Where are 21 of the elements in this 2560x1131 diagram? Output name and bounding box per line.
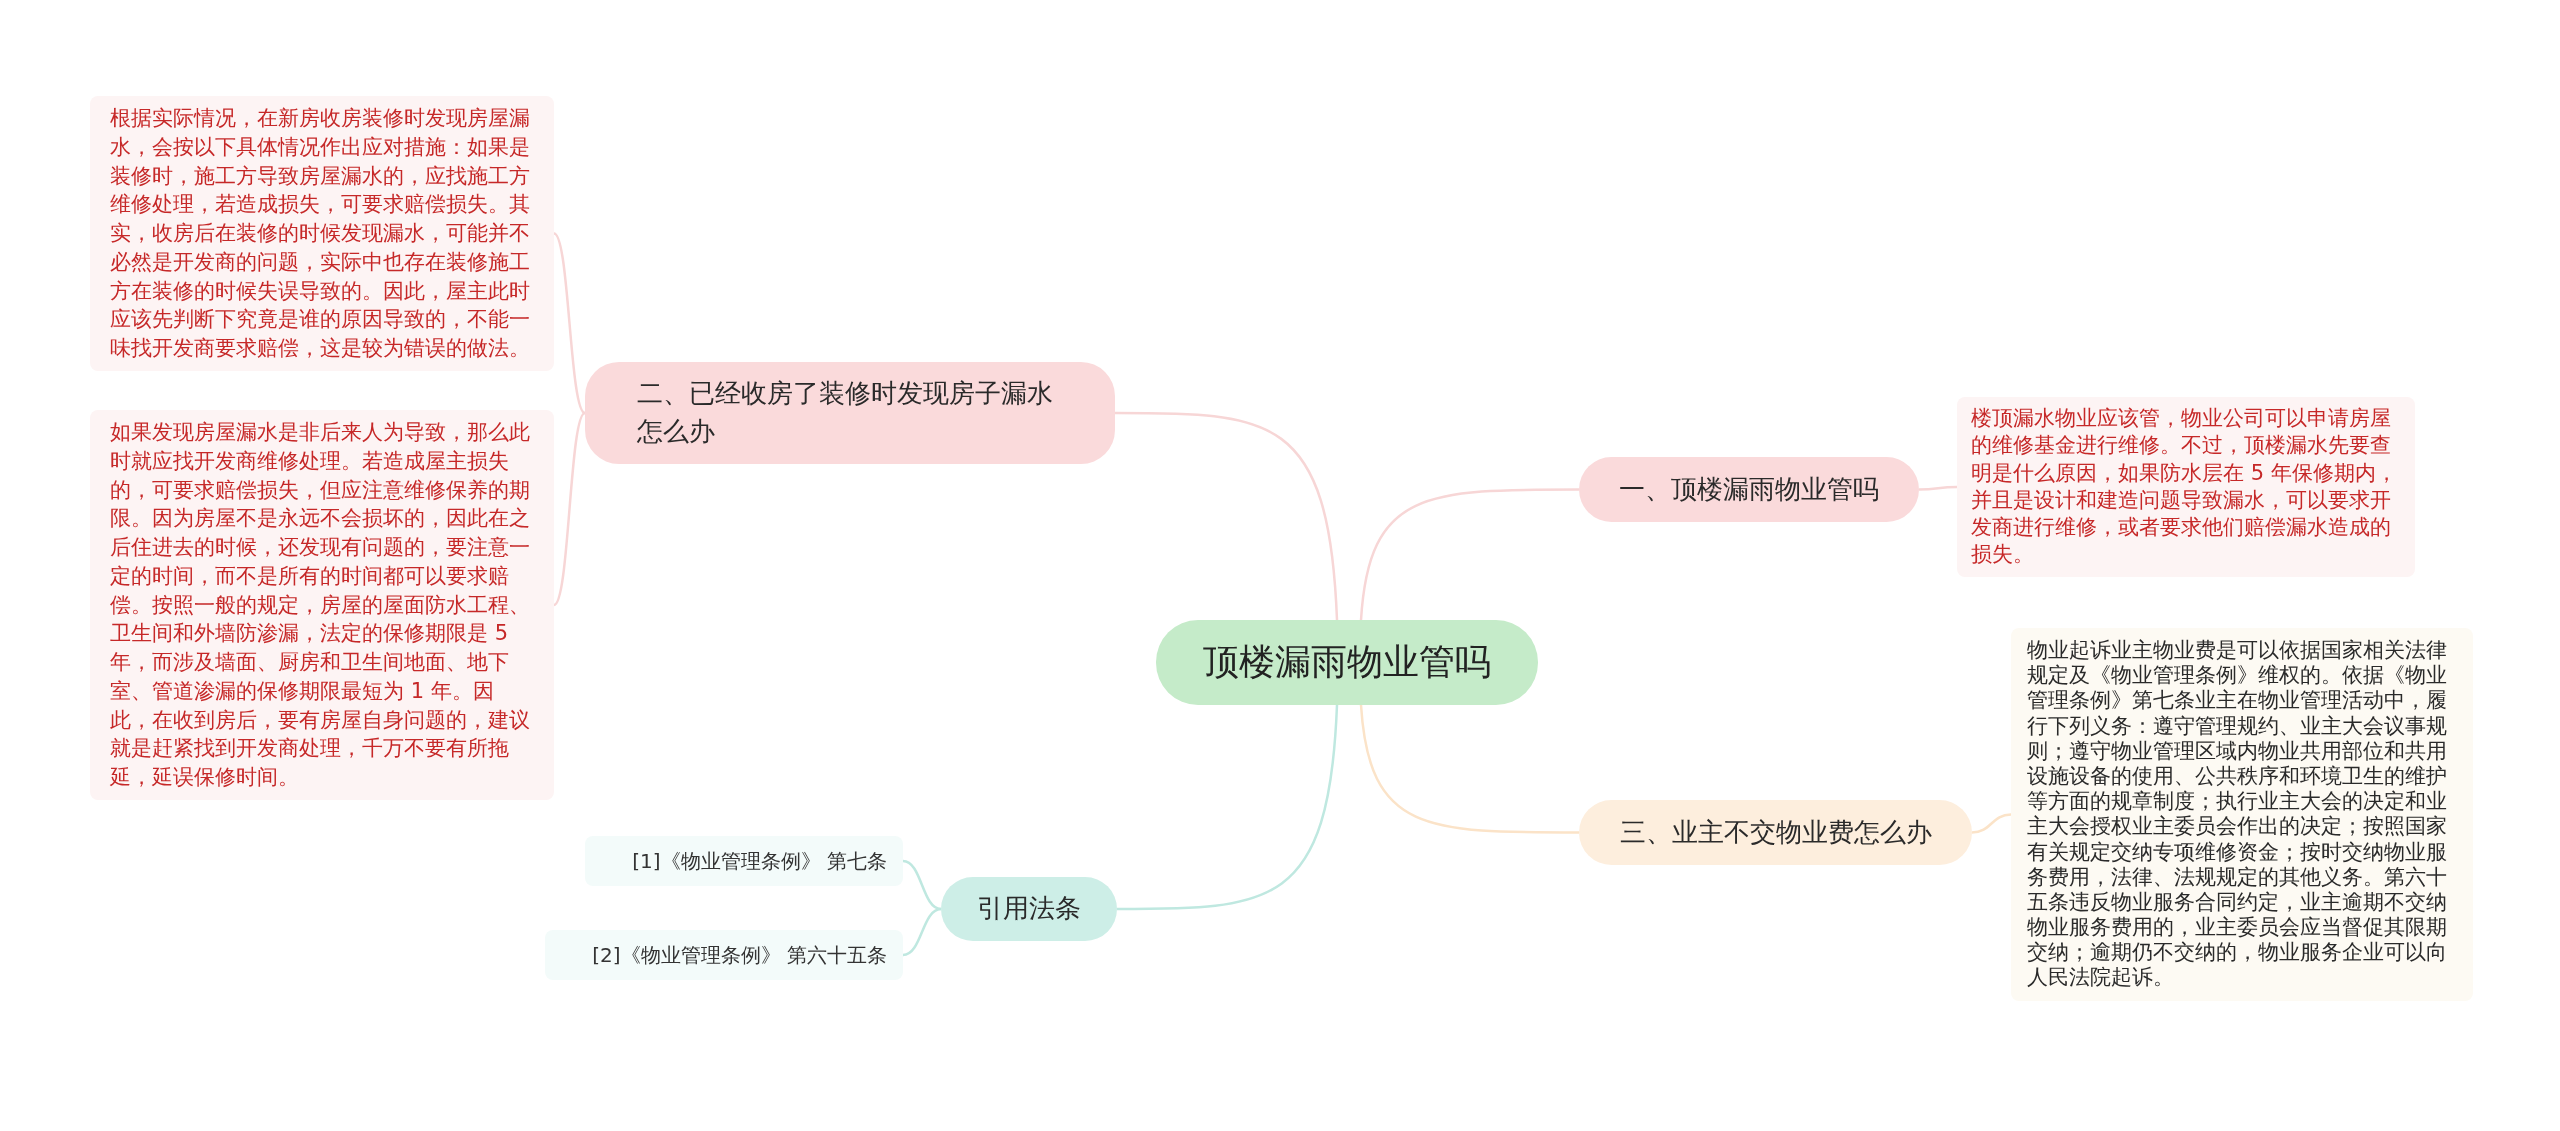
note-text: 如果发现房屋漏水是非后来人为导致，那么此时就应找开发商维修处理。若造成屋主损失的，可要求赔偿损失，但应注意维修保养的期限。因为房屋不是永远不会损坏的，因此在之后住进去的时候，还发现有问题的，要注意一定的时间，而不是所有的时间都可以要求赔偿。按照一般的规定，房屋的屋面防水工程、卫生间和外墙防渗漏，法定的保修期限是 5 年，而涉及墙面、厨房和卫生间地面、地下室、管道渗漏的保修期限最短为 1 年。因此，在收到房后，要有房屋自身问题的，建议就是赶紧找到开发商处理，千万不要有所拖延，延误保修时间。 [90,410,554,800]
root-topic: 顶楼漏雨物业管吗 [1156,620,1538,705]
branch-topic: 三、业主不交物业费怎么办 [1579,800,1972,865]
branch-topic: 一、顶楼漏雨物业管吗 [1579,457,1919,522]
note-text: 根据实际情况，在新房收房装修时发现房屋漏水，会按以下具体情况作出应对措施：如果是装修时，施工方导致房屋漏水的，应找施工方维修处理，若造成损失，可要求赔偿损失。其实，收房后在装修的时候发现漏水，可能并不必然是开发商的问题，实际中也存在装修施工方在装修的时候失误导致的。因此，屋主此时应该先判断下究竟是谁的原因导致的，不能一味找开发商要求赔偿，这是较为错误的做法。 [90,96,554,371]
connector-line [1971,813,2012,834]
connector-line [1919,485,1957,491]
connector-line [1115,411,1339,621]
connector-line [902,859,942,911]
note-text: [2]《物业管理条例》 第六十五条 [545,930,903,980]
connector-line [553,412,586,606]
branch-topic: 引用法条 [941,877,1117,941]
connector-line [902,907,942,957]
connector-line [1359,488,1579,621]
note-text: 楼顶漏水物业应该管，物业公司可以申请房屋的维修基金进行维修。不过，顶楼漏水先要查明是什么原因，如果防水层在 5 年保修期内，并且是设计和建造问题导致漏水，可以要求开发商进行维修，或者要求他们赔偿漏水造成的损失。 [1957,397,2415,577]
connector-line [553,232,586,414]
note-text: 物业起诉业主物业费是可以依据国家相关法律规定及《物业管理条例》维权的。依据《物业管理条例》第七条业主在物业管理活动中，履行下列义务：遵守管理规约、业主大会议事规则；遵守物业管理区域内物业共用部位和共用设施设备的使用、公共秩序和环境卫生的维护等方面的规章制度；执行业主大会的决定和业主大会授权业主委员会作出的决定；按照国家有关规定交纳专项维修资金；按时交纳物业服务费用，法律、法规规定的其他义务。第六十五条违反物业服务合同约定，业主逾期不交纳物业服务费用的，业主委员会应当督促其限期交纳；逾期仍不交纳的，物业服务企业可以向人民法院起诉。 [2011,628,2473,1001]
connector-line [1359,704,1579,834]
branch-topic: 二、已经收房了装修时发现房子漏水怎么办 [585,362,1115,464]
connector-line [1117,704,1339,911]
note-text: [1]《物业管理条例》 第七条 [585,836,903,886]
